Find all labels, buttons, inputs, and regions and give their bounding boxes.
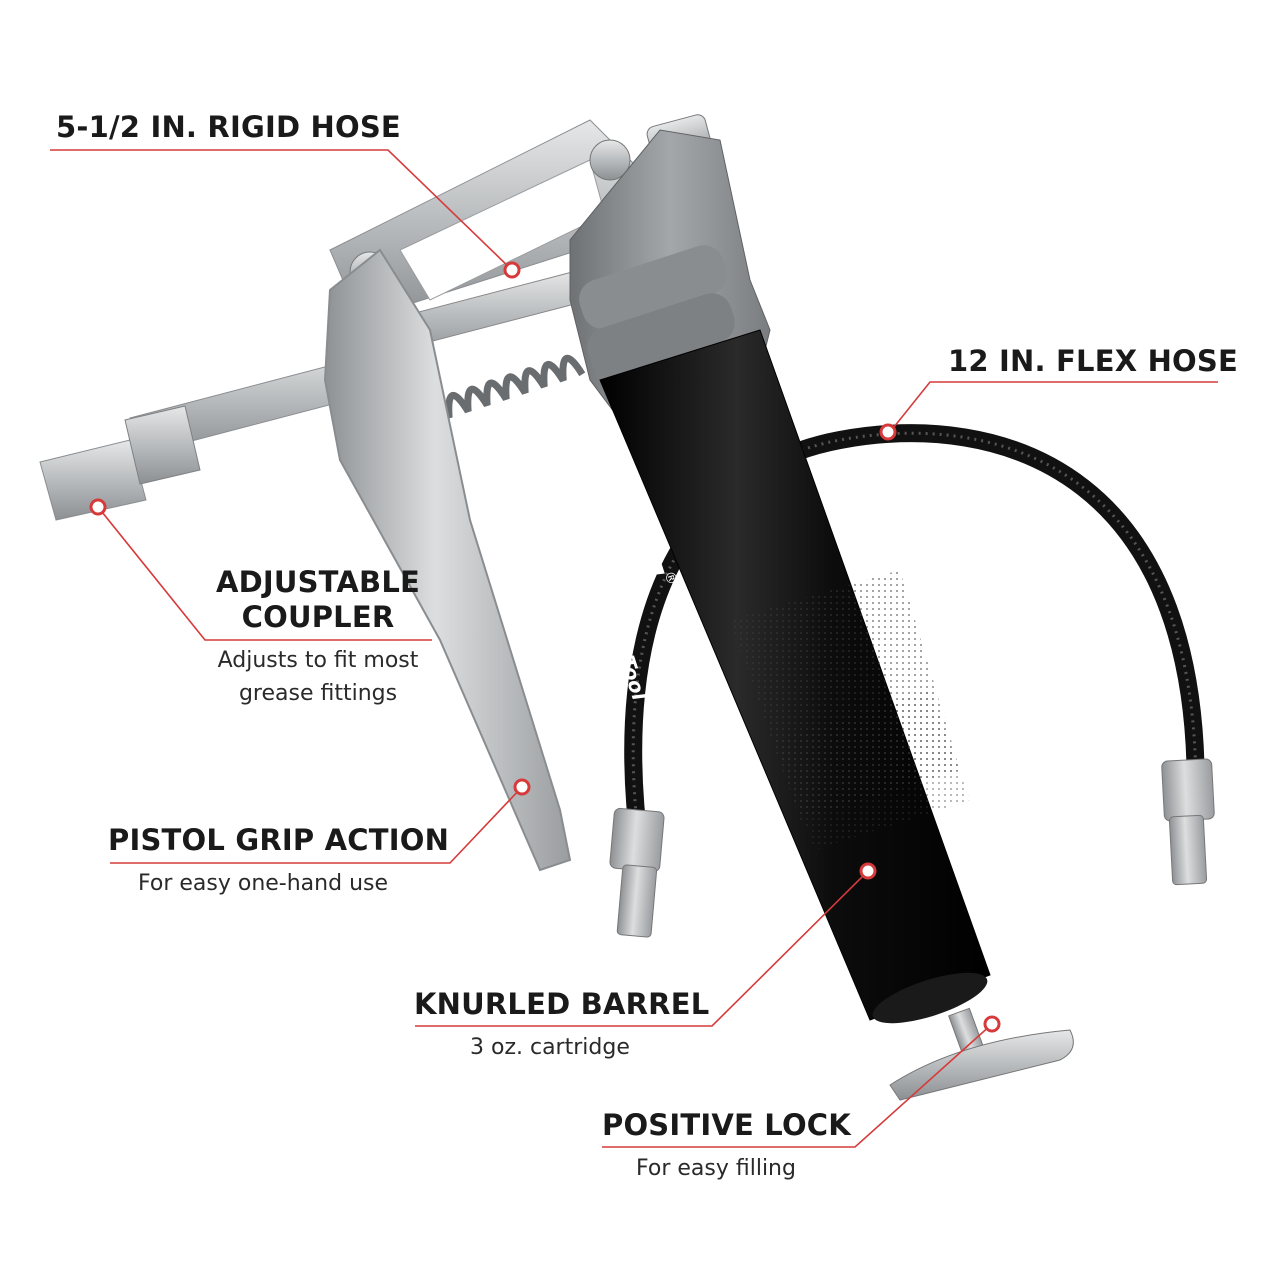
coupler-title-line1: ADJUSTABLE (215, 565, 421, 599)
barrel-dot (859, 862, 877, 880)
callout-lines (50, 149, 1218, 1148)
pistol-grip-dot (513, 778, 531, 796)
lock-dot (983, 1015, 1001, 1033)
rigid-hose-leader (50, 149, 513, 271)
lock-title: POSITIVE LOCK (602, 1108, 851, 1142)
flex-hose-dot (879, 423, 897, 441)
pistol-grip-leader (110, 786, 523, 864)
rigid-hose-title: 5-1/2 IN. RIGID HOSE (56, 110, 401, 144)
rigid-hose-dot (503, 261, 521, 279)
callout-dots (89, 261, 1001, 1033)
barrel-leader (415, 870, 869, 1027)
flex-hose-leader (889, 381, 1218, 433)
positive-lock-handle (889, 1007, 1074, 1101)
coupler-sub-line1: Adjusts to fit most (217, 648, 419, 673)
lock-leader (602, 1023, 993, 1148)
coupler-leader (97, 506, 432, 641)
coupler-title-line2: COUPLER (241, 600, 395, 634)
pistol-grip (323, 248, 572, 872)
flex-hose-title: 12 IN. FLEX HOSE (948, 344, 1238, 378)
lock-sub: For easy filling (636, 1156, 796, 1181)
coupler-dot (89, 498, 107, 516)
pistol-grip-title: PISTOL GRIP ACTION (108, 823, 450, 857)
coupler-sub-line2: grease fittings (238, 681, 398, 706)
barrel (599, 329, 991, 1024)
barrel-sub: 3 oz. cartridge (470, 1035, 630, 1060)
pistol-grip-sub: For easy one-hand use (138, 871, 389, 896)
barrel-title: KNURLED BARREL (414, 987, 710, 1021)
flex-hose (609, 424, 1215, 938)
